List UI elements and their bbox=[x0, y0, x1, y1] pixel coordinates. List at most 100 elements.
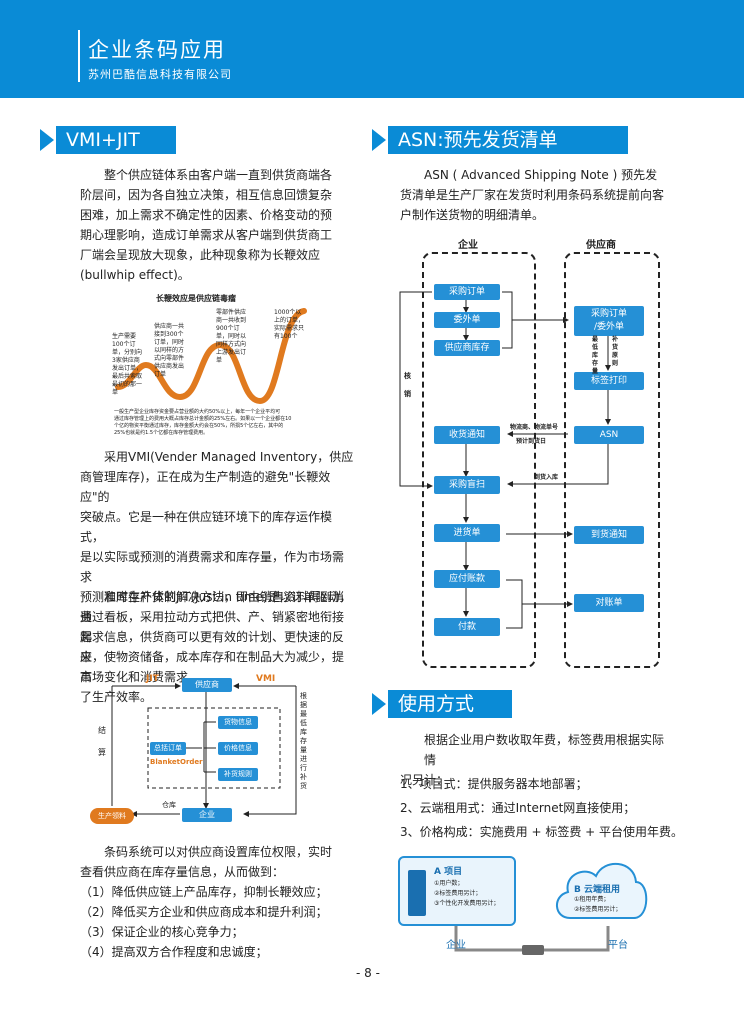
project-item: ②标签费用另计； bbox=[434, 890, 482, 897]
list-item: 1、项目式：提供服务器本地部署； bbox=[400, 777, 588, 791]
blanket-order-label: BlanketOrder bbox=[150, 758, 203, 766]
text-line: 阶层间，因为各自独立决策，相互信息回馈复杂 bbox=[80, 188, 333, 202]
general-order-box: 总括订单 bbox=[150, 742, 186, 755]
bullwhip-figure: 长鞭效应是供应链毒瘤 生产需要 100个订 单，分别向 3家供应商 发出订单， … bbox=[108, 293, 308, 443]
project-item: ①用户数； bbox=[434, 880, 464, 887]
header-title: 企业条码应用 bbox=[88, 38, 226, 62]
usage-list: 1、项目式：提供服务器本地部署； 2、云端租用式：通过Internet网直接使用… bbox=[400, 774, 700, 842]
figure-footnote: 一般生产型企业库存资金要占营业额的大约50%以上，每年一个企业平均可 通过库存管… bbox=[114, 409, 292, 436]
text-line: 困难，加上需求不确定性的因素、价格变动的预 bbox=[80, 208, 333, 222]
jit-label: JIT bbox=[146, 674, 159, 684]
flow-receipt-notice: 收货通知 bbox=[434, 426, 500, 444]
flow-supplier-order: 采购订单 /委外单 bbox=[574, 306, 644, 336]
section-asn-heading: ASN:预先发货清单 bbox=[372, 126, 628, 154]
column-supplier: 供应商 bbox=[586, 240, 616, 251]
flow-statement: 对账单 bbox=[574, 594, 644, 612]
project-item: ③个性化开发费用另计； bbox=[434, 900, 500, 907]
text-line: 户制作送货物的明细清单。 bbox=[400, 208, 545, 222]
figure-note-customer: 生产需要 100个订 单，分别向 3家供应商 发出订单， 最后共索取 最初的那一… bbox=[112, 333, 143, 396]
flow-arrival-notice: 到货通知 bbox=[574, 526, 644, 544]
text-line: 突破点。它是一种在供应链环境下的库存运作模式， bbox=[80, 510, 333, 544]
text-line: (bullwhip effect)。 bbox=[80, 268, 190, 282]
text-line: 准时生产体制JIT(Just in time)是以订单驱动， bbox=[104, 590, 352, 604]
server-icon bbox=[408, 870, 426, 916]
text-line: 根据企业用户数收取年费，标签费用根据实际情 bbox=[424, 733, 665, 767]
flow-writeoff-label: 核 销 bbox=[404, 372, 411, 398]
flow-min-stock-label: 最 低 库 存 量 bbox=[592, 336, 599, 375]
platform-label: 平台 bbox=[608, 940, 628, 951]
flow-inbound-order: 进货单 bbox=[434, 524, 500, 542]
flow-stock-in-label: 到货入库 bbox=[534, 474, 559, 481]
text-line: 需求信息，供货商可以更有效的计划、更快速的反应 bbox=[80, 630, 345, 664]
heading-arrow-icon bbox=[40, 129, 54, 151]
heading-arrow-icon bbox=[372, 693, 386, 715]
section-vmi-heading: VMI+JIT bbox=[40, 126, 176, 154]
section-vmi-title: VMI+JIT bbox=[56, 126, 176, 154]
supplier-lane bbox=[564, 252, 660, 668]
list-item: （4）提高双方合作程度和忠诚度； bbox=[80, 945, 268, 959]
flow-label-print: 标签打印 bbox=[574, 372, 644, 390]
usage-illustration: A 项目 ①用户数； ②标签费用另计； ③个性化开发费用另计； B 云端租用 ①… bbox=[398, 852, 668, 962]
header-divider bbox=[78, 30, 80, 82]
enterprise-box: 企业 bbox=[182, 808, 232, 822]
enterprise-lane bbox=[422, 252, 536, 668]
flow-outsource-order: 委外单 bbox=[434, 312, 500, 328]
section-usage-heading: 使用方式 bbox=[372, 690, 512, 718]
goods-info-box: 货物信息 bbox=[218, 716, 258, 729]
page-number: - 8 - bbox=[356, 966, 380, 980]
section-usage-title: 使用方式 bbox=[388, 690, 512, 718]
cloud-icon bbox=[556, 862, 648, 919]
text-line: ASN ( Advanced Shipping Note ) 预先发 bbox=[424, 168, 658, 182]
project-panel: A 项目 ①用户数； ②标签费用另计； ③个性化开发费用另计； bbox=[398, 856, 516, 926]
figure-note-demand: 1000个以 上的订单， 实际需求只 有100个 bbox=[274, 309, 305, 340]
heading-arrow-icon bbox=[372, 129, 386, 151]
list-item: （2）降低买方企业和供应商成本和提升利润； bbox=[80, 905, 328, 919]
text-line: 期心理影响，造成订单需求从客户端到供货商工 bbox=[80, 228, 333, 242]
text-line: 条码系统可以对供应商设置库位权限，实时 bbox=[104, 845, 333, 859]
supplier-box: 供应商 bbox=[182, 678, 232, 692]
figure-note-supplier: 供应商一共 接到300个 订单，同时 以同样的方 式向零部件 供应商发出 订单 bbox=[154, 323, 185, 378]
text-line: 是以实际或预测的消费需求和库存量，作为市场需求 bbox=[80, 550, 345, 584]
flow-eta-label: 预计到货日 bbox=[516, 438, 547, 445]
project-title: A 项目 bbox=[434, 867, 463, 877]
text-line: 厂端会呈现放大现象，此种现象称为长鞭效应 bbox=[80, 248, 321, 262]
text-line: 况另计： bbox=[400, 773, 449, 787]
page-header: 企业条码应用 苏州巴酷信息科技有限公司 bbox=[0, 0, 744, 98]
price-info-box: 价格信息 bbox=[218, 742, 258, 755]
vmi-intro-paragraph: 整个供应链体系由客户端一直到供货商端各 阶层间，因为各自独立决策，相互信息回馈复… bbox=[80, 165, 355, 285]
flow-payment: 付款 bbox=[434, 618, 500, 636]
cloud-item: ②标签费用另计； bbox=[574, 906, 622, 913]
warehouse-label: 仓库 bbox=[162, 801, 176, 809]
vmi-label: VMI bbox=[256, 674, 276, 684]
flow-replenish-label: 补 货 原 则 bbox=[612, 336, 619, 367]
text-line: 了生产效率。 bbox=[80, 690, 153, 704]
flow-purchase-order: 采购订单 bbox=[434, 284, 500, 300]
list-item: 2、云端租用式：通过Internet网直接使用； bbox=[400, 801, 636, 815]
flow-asn: ASN bbox=[574, 426, 644, 444]
text-line: 商管理库存)，正在成为生产制造的避免"长鞭效应"的 bbox=[80, 470, 331, 504]
text-line: 市场变化和消费需求。 bbox=[80, 670, 201, 684]
text-line: 查看供应商在库存量信息，从而做到： bbox=[80, 865, 285, 879]
flow-accounts-payable: 应付账款 bbox=[434, 570, 500, 588]
vmi-definition-paragraph: 采用VMI(Vender Managed Inventory，供应 商管理库存)… bbox=[80, 447, 355, 687]
list-item: （3）保证企业的核心竞争力； bbox=[80, 925, 244, 939]
list-item: 3、价格构成：实施费用 + 标签费 + 平台使用年费。 bbox=[400, 825, 684, 839]
flow-supplier-stock: 供应商库存 bbox=[434, 340, 500, 356]
bullwhip-wave-icon bbox=[115, 308, 307, 405]
text-line: 预测和库存补货的解决方法，即由销售资料得到消费 bbox=[80, 590, 345, 624]
jit-paragraph: 准时生产体制JIT(Just in time)是以订单驱动， 通过看板，采用拉动… bbox=[80, 587, 355, 707]
jit-vmi-diagram: JIT VMI 供应商 结 算 根 据 最 低 库 存 量 进 行 补 货 总括… bbox=[84, 672, 324, 832]
replenish-rule-label: 根 据 最 低 库 存 量 进 行 补 货 bbox=[300, 692, 307, 790]
flow-carrier-label: 物流商、物流单号 bbox=[510, 424, 559, 431]
asn-flow-diagram: 企业 供应商 采购订单 委外单 供应商库存 收货通知 采购盲扫 进货单 bbox=[396, 232, 666, 672]
text-line: 通过看板，采用拉动方式把供、产、销紧密地衔接起 bbox=[80, 610, 345, 644]
replenish-rule-box: 补货规则 bbox=[218, 768, 258, 781]
enterprise-label: 企业 bbox=[446, 940, 466, 951]
usage-paragraph: 根据企业用户数收取年费，标签费用根据实际情 况另计： bbox=[400, 730, 670, 790]
text-line: 整个供应链体系由客户端一直到供货商端各 bbox=[104, 168, 333, 182]
section-asn-title: ASN:预先发货清单 bbox=[388, 126, 628, 154]
settle-label: 结 算 bbox=[98, 726, 106, 757]
cloud-item: ①租用年费； bbox=[574, 896, 610, 903]
production-pick-box: 生产领料 bbox=[90, 808, 134, 824]
cloud-title: B 云端租用 bbox=[574, 885, 620, 895]
